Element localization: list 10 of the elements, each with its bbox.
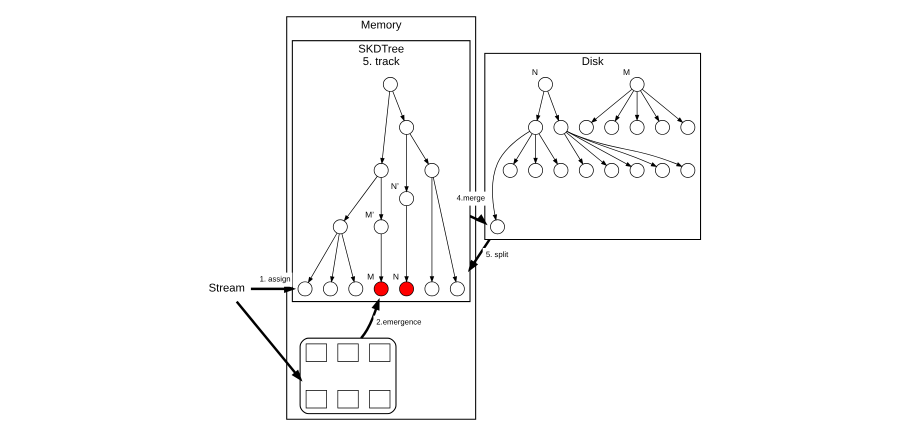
node-label: N bbox=[392, 271, 399, 282]
node-text: Stream bbox=[208, 282, 244, 295]
edge-label: 2.emergence bbox=[376, 318, 421, 327]
edge-label: 4.merge bbox=[456, 194, 485, 203]
node-label: N bbox=[531, 66, 538, 77]
edge-label: 5. split bbox=[485, 250, 508, 259]
node-label: M bbox=[622, 66, 630, 77]
node-label: M bbox=[366, 271, 374, 282]
node-label: N’ bbox=[390, 181, 398, 192]
node-label: M’ bbox=[364, 209, 374, 220]
